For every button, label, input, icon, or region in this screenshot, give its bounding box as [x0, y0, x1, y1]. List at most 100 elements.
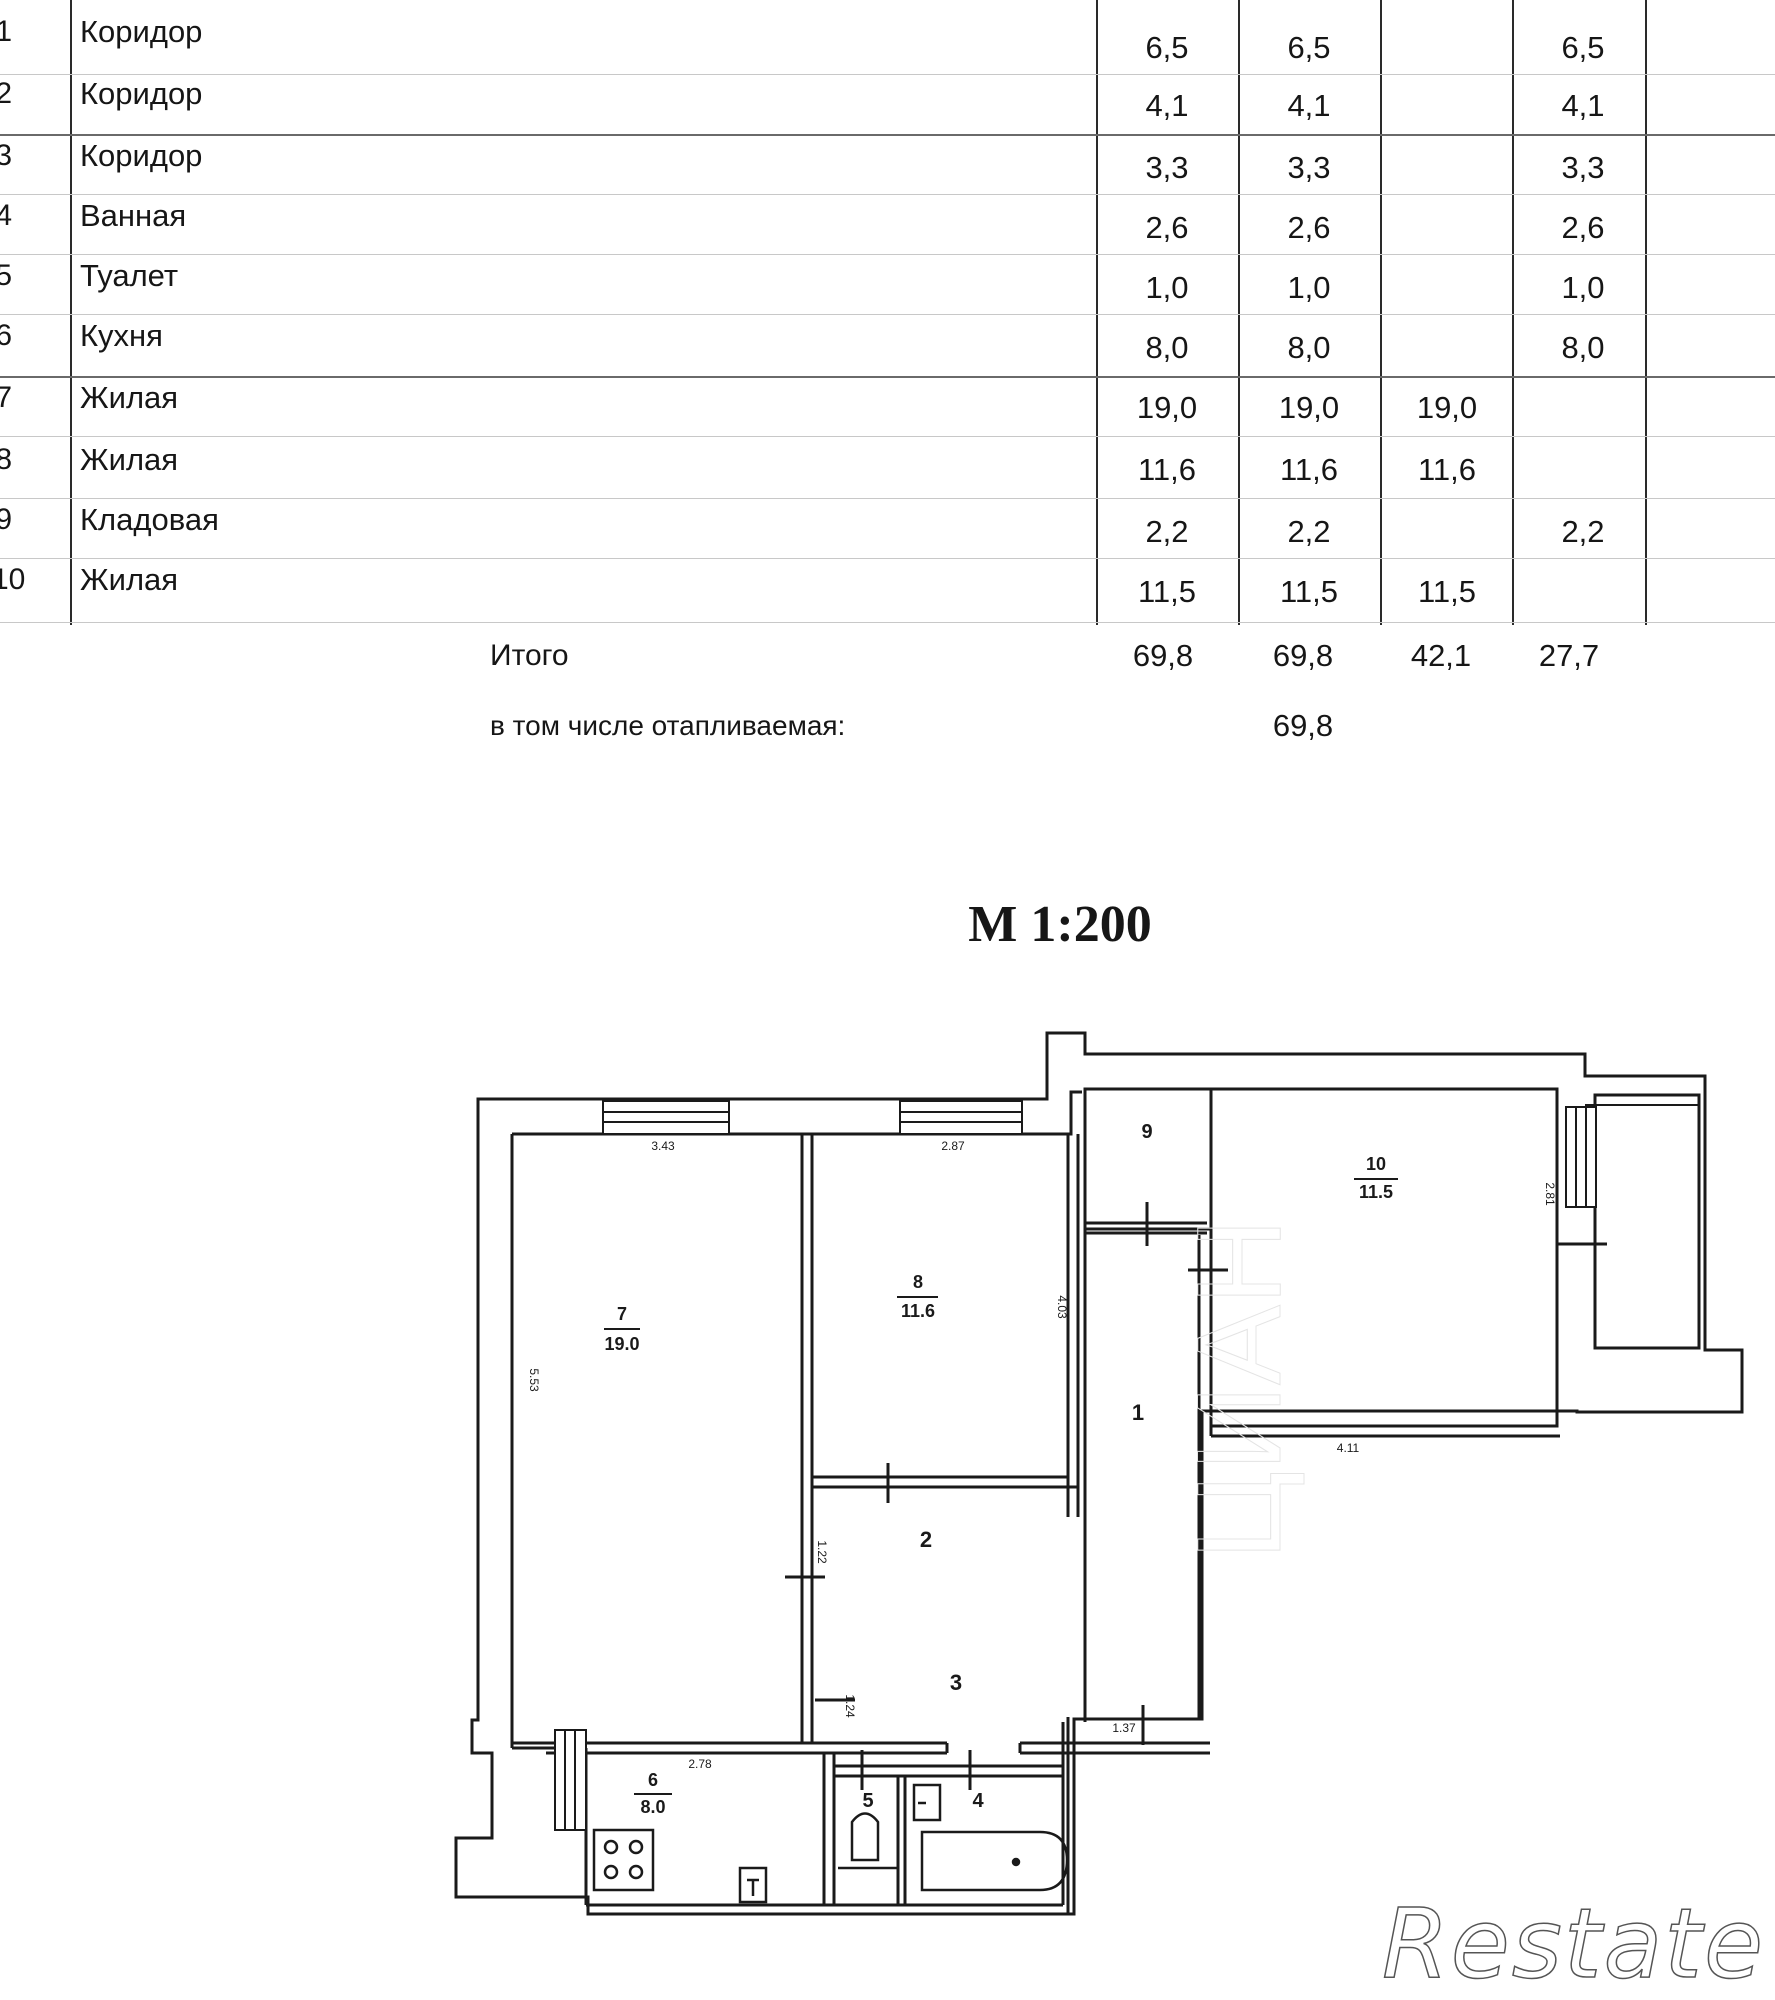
cell-area: 4,1 [1287, 88, 1331, 123]
dim-room8-width: 2.87 [941, 1139, 965, 1153]
room-2-number: 2 [920, 1527, 932, 1552]
cell-total: 1,0 [1145, 270, 1189, 305]
row-divider [0, 498, 1775, 499]
room-4-number: 4 [972, 1790, 984, 1812]
table-row: 4 Ванная 2,6 2,6 2,6 [0, 196, 1775, 256]
col-divider-total [1096, 0, 1098, 625]
totals-aux: 27,7 [1538, 638, 1600, 673]
sink-icon [738, 1866, 768, 1904]
stove-icon [592, 1828, 655, 1892]
cell-total: 2,6 [1145, 210, 1189, 245]
room-10-area: 11.5 [1359, 1182, 1393, 1202]
room-name: Кухня [80, 318, 163, 353]
totals-living: 42,1 [1410, 638, 1472, 673]
dim-corridor3: 1.24 [843, 1694, 857, 1718]
dim-room8-length: 4.03 [1055, 1295, 1069, 1319]
cell-living: 11,6 [1417, 452, 1477, 487]
room-name: Жилая [80, 442, 179, 477]
dim-room6-width: 2.78 [688, 1757, 712, 1771]
fixtures [592, 1783, 1069, 1904]
room-name: Ванная [80, 198, 187, 233]
row-number: 2 [0, 77, 12, 110]
dim-room7-width: 3.43 [651, 1139, 675, 1153]
cell-area: 19,0 [1278, 390, 1340, 425]
heated-value: 69,8 [1272, 708, 1334, 743]
table-row: 8 Жилая 11,6 11,6 11,6 [0, 440, 1775, 500]
cell-total: 8,0 [1145, 330, 1189, 365]
cell-aux: 3,3 [1561, 150, 1605, 185]
bathtub-icon [920, 1830, 1069, 1892]
table-row: 5 Туалет 1,0 1,0 1,0 [0, 256, 1775, 316]
row-divider [0, 622, 1775, 623]
cell-aux: 6,5 [1561, 30, 1605, 65]
cell-aux: 8,0 [1561, 330, 1605, 365]
room-6-number: 6 [648, 1770, 658, 1790]
col-divider-extra [1645, 0, 1647, 625]
table-row: 10 Жилая 11,5 11,5 11,5 [0, 560, 1775, 620]
dim-room7-length: 5.53 [527, 1368, 541, 1392]
room-name: Кладовая [80, 502, 219, 537]
cell-area: 11,6 [1279, 452, 1339, 487]
cell-aux: 4,1 [1561, 88, 1605, 123]
row-divider [0, 376, 1775, 378]
row-divider [0, 558, 1775, 559]
row-number: 3 [0, 139, 12, 172]
room-3-number: 3 [950, 1670, 962, 1695]
room-name: Жилая [80, 380, 179, 415]
room-8-area: 11.6 [901, 1301, 935, 1321]
col-divider-living [1380, 0, 1382, 625]
cell-total: 3,3 [1145, 150, 1189, 185]
col-divider-area [1238, 0, 1240, 625]
row-divider [0, 74, 1775, 75]
cell-living: 11,5 [1417, 574, 1477, 609]
room-name: Коридор [80, 76, 203, 111]
room-1-number: 1 [1132, 1400, 1144, 1425]
cell-total: 11,6 [1137, 452, 1197, 487]
row-divider [0, 194, 1775, 195]
row-number: 4 [0, 199, 12, 232]
room-name: Коридор [80, 138, 203, 173]
table-row: 9 Кладовая 2,2 2,2 2,2 [0, 500, 1775, 560]
dim-room10-width: 4.11 [1337, 1441, 1360, 1455]
row-divider [0, 254, 1775, 255]
room-name: Коридор [80, 14, 203, 49]
room-6-area: 8.0 [640, 1797, 665, 1817]
row-number: 5 [0, 259, 12, 292]
totals-label: Итого [490, 639, 569, 672]
cell-area: 6,5 [1287, 30, 1331, 65]
col-divider-aux [1512, 0, 1514, 625]
cell-living: 19,0 [1416, 390, 1478, 425]
explication-table: 1 Коридор 6,5 6,5 6,5 2 Коридор 4,1 4,1 … [0, 0, 1775, 743]
washbasin-icon [912, 1783, 942, 1822]
row-number: 7 [0, 381, 12, 414]
restate-logo: Restate [1381, 1887, 1765, 2000]
row-number: 1 [0, 15, 12, 48]
dim-corridor2: 1.22 [815, 1540, 829, 1564]
cell-area: 11,5 [1279, 574, 1339, 609]
dim-corridor1: 1.37 [1112, 1721, 1136, 1735]
door-markers [785, 1202, 1607, 1790]
table-row: 2 Коридор 4,1 4,1 4,1 [0, 74, 1775, 134]
totals-row: Итого 69,8 69,8 42,1 27,7 [0, 636, 1775, 686]
totals-total: 69,8 [1132, 638, 1194, 673]
room-8-number: 8 [913, 1272, 923, 1292]
row-divider [0, 134, 1775, 136]
room-name: Жилая [80, 562, 179, 597]
heated-label: в том числе отапливаемая: [490, 710, 846, 741]
room-7-area: 19.0 [604, 1334, 639, 1354]
cell-aux: 1,0 [1561, 270, 1605, 305]
col-divider-number [70, 0, 72, 625]
table-row: 1 Коридор 6,5 6,5 6,5 [0, 12, 1775, 72]
cell-area: 3,3 [1287, 150, 1331, 185]
cell-aux: 2,2 [1561, 514, 1605, 549]
cell-total: 11,5 [1137, 574, 1197, 609]
totals-area: 69,8 [1272, 638, 1334, 673]
row-number: 8 [0, 443, 12, 476]
window-group [554, 1100, 1597, 1831]
cell-area: 2,6 [1287, 210, 1331, 245]
cell-total: 2,2 [1145, 514, 1189, 549]
row-divider [0, 314, 1775, 315]
cell-area: 2,2 [1287, 514, 1331, 549]
heated-row: в том числе отапливаемая: 69,8 [0, 706, 1775, 756]
room-name: Туалет [80, 258, 179, 293]
